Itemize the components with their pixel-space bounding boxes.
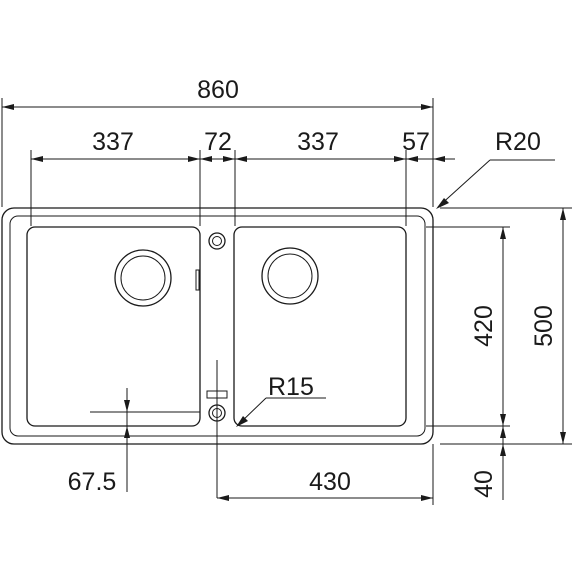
dim-overall-depth: 500 bbox=[530, 208, 566, 444]
dim-overall-width-label: 860 bbox=[197, 76, 239, 104]
dim-bowl-corner-radius-label: R15 bbox=[268, 373, 314, 401]
tap-hole bbox=[208, 232, 226, 250]
left-bowl bbox=[26, 226, 201, 427]
dim-right-bowl-label: 337 bbox=[297, 128, 339, 156]
dim-corner-radius: R20 bbox=[436, 128, 555, 209]
dim-bowl-height-label: 420 bbox=[470, 305, 498, 347]
dim-bowl-height: 420 bbox=[470, 227, 506, 426]
dim-drain-offset: 67.5 bbox=[68, 388, 200, 496]
dim-left-bowl-label: 337 bbox=[92, 128, 134, 156]
right-drain bbox=[261, 247, 319, 305]
dim-right-margin-label: 57 bbox=[402, 128, 430, 156]
dim-drain-offset-label: 67.5 bbox=[68, 468, 117, 496]
dim-overall-depth-label: 500 bbox=[530, 305, 558, 347]
right-bowl bbox=[233, 226, 407, 427]
dim-drain-to-right-edge: 430 bbox=[217, 444, 434, 505]
left-drain bbox=[114, 249, 172, 307]
dim-corner-radius-label: R20 bbox=[495, 128, 541, 156]
dim-divider-label: 72 bbox=[204, 128, 232, 156]
dim-chain-widths: 337 72 337 57 bbox=[31, 128, 455, 162]
dim-bowl-corner-radius: R15 bbox=[236, 373, 326, 427]
dim-overall-width: 860 bbox=[2, 76, 433, 110]
dim-bottom-margin-label: 40 bbox=[470, 470, 498, 498]
dim-drain-to-right-edge-label: 430 bbox=[309, 468, 351, 496]
overflow-slot-left bbox=[195, 269, 200, 291]
dim-bottom-margin: 40 bbox=[470, 426, 506, 500]
